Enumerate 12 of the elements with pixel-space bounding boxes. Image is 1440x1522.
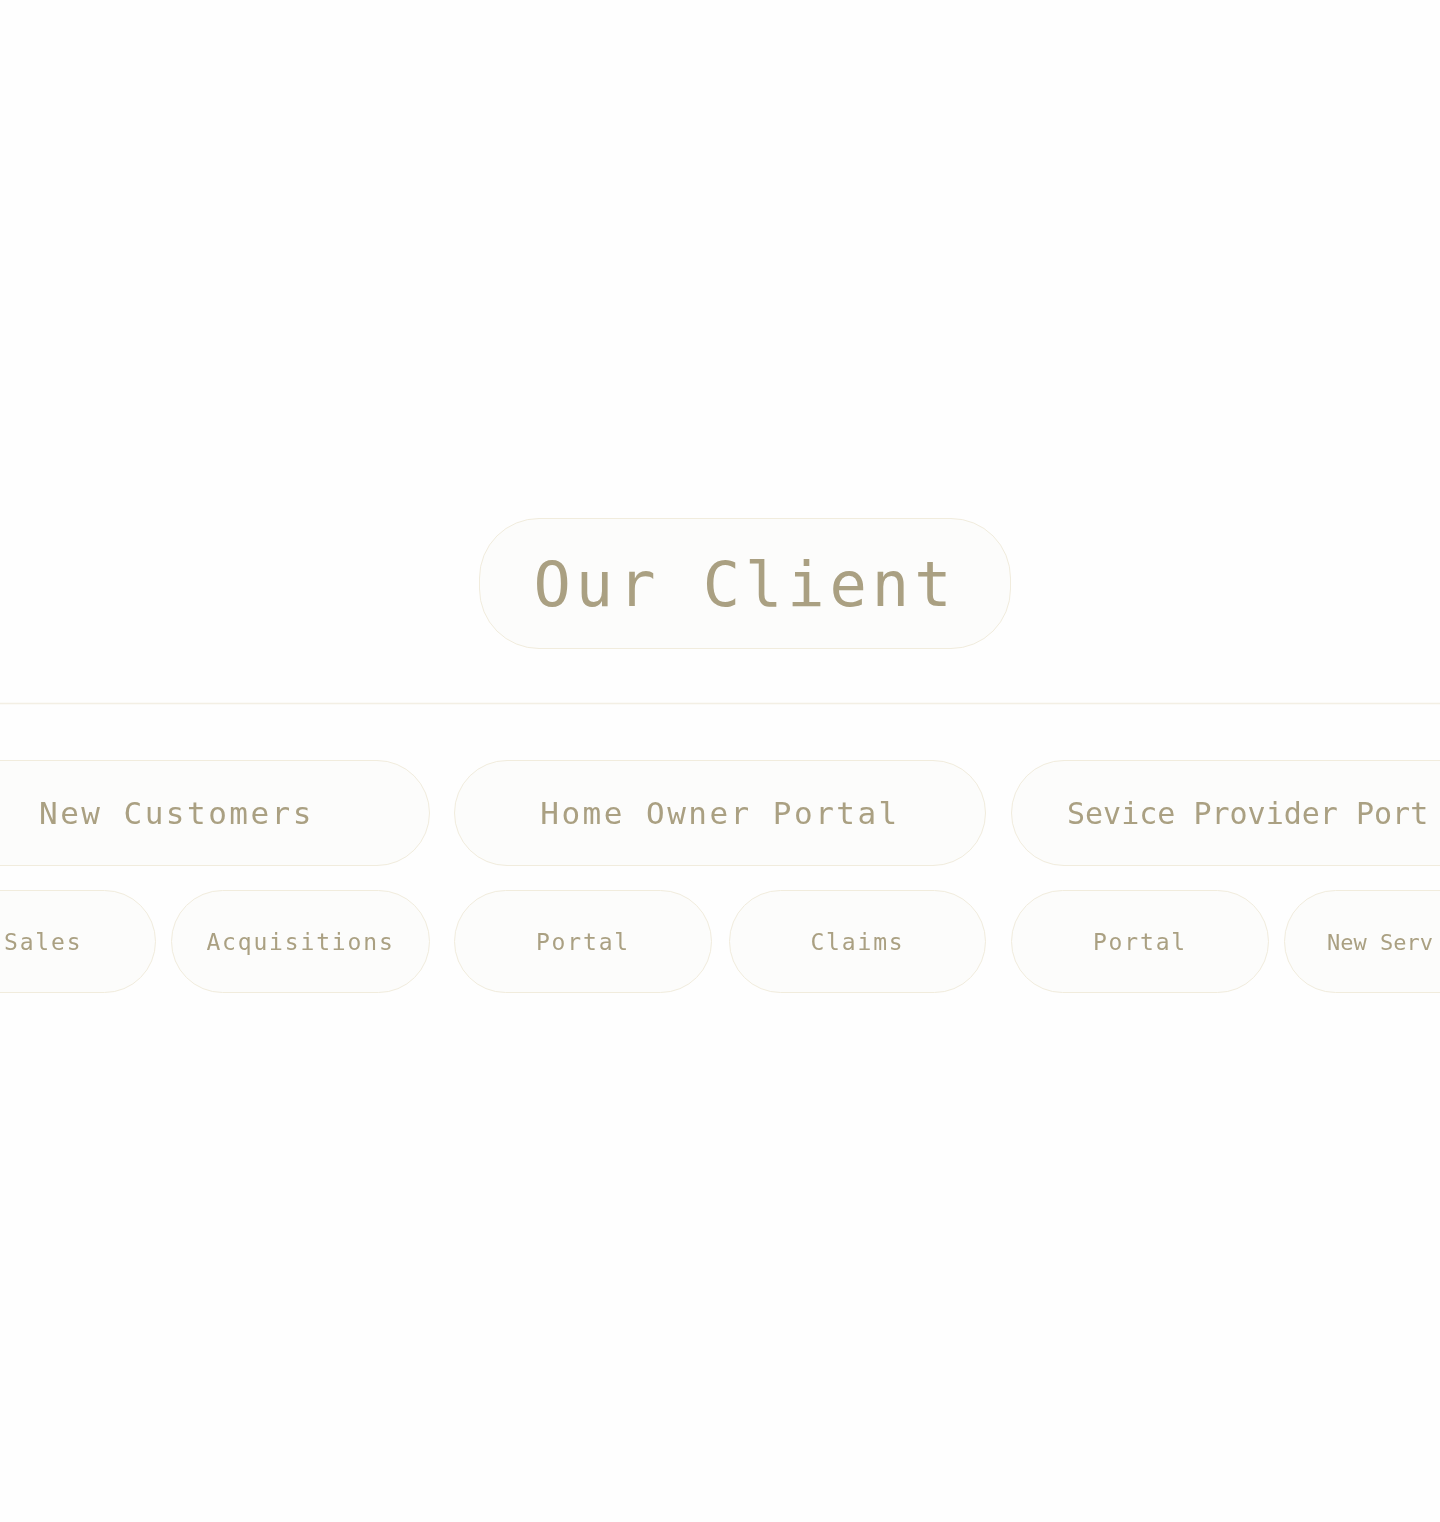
node-label: Portal	[1092, 928, 1188, 955]
node-label: Portal	[535, 928, 631, 955]
node-label: Claims	[810, 928, 905, 955]
node-label: Home Owner Portal	[540, 795, 900, 831]
node-label: New Serv	[1327, 929, 1433, 954]
node-label: Our Client	[533, 547, 957, 620]
node-label: Sevice Provider Port	[1067, 795, 1429, 831]
category-pill	[1011, 760, 1440, 866]
node-label: Acquisitions	[206, 928, 395, 955]
node-label: New Customers	[39, 795, 314, 831]
node-label: Sales	[4, 928, 83, 955]
category-pill	[0, 760, 430, 866]
